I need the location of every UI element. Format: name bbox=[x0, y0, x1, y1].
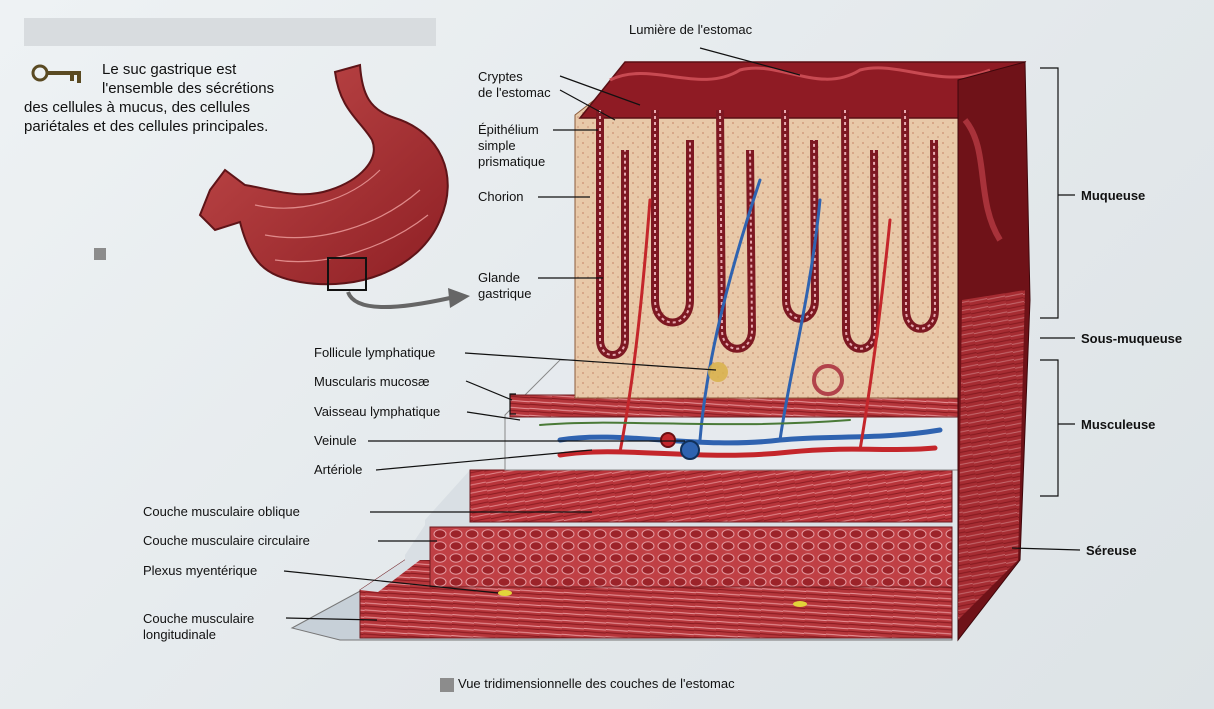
note-line: l'ensemble des sécrétions bbox=[102, 79, 342, 98]
note-line: Le suc gastrique est bbox=[102, 60, 342, 79]
layer-sous-muqueuse: Sous-muqueuse bbox=[1081, 331, 1182, 347]
label-epithelium-3: prismatique bbox=[478, 154, 545, 170]
layer-sereuse: Séreuse bbox=[1086, 543, 1137, 559]
note-line: des cellules à mucus, des cellules bbox=[24, 98, 342, 117]
caption-marker bbox=[440, 678, 454, 692]
note-line: pariétales et des cellules principales. bbox=[24, 117, 342, 136]
label-longitudinale-2: longitudinale bbox=[143, 627, 216, 643]
label-veinule: Veinule bbox=[314, 433, 357, 449]
label-vaisseau: Vaisseau lymphatique bbox=[314, 404, 440, 420]
arrow-icon bbox=[448, 288, 470, 308]
label-circulaire: Couche musculaire circulaire bbox=[143, 533, 310, 549]
figure-caption: Vue tridimensionnelle des couches de l'e… bbox=[458, 676, 735, 691]
label-cryptes-2: de l'estomac bbox=[478, 85, 551, 101]
label-cryptes: Cryptes bbox=[478, 69, 523, 85]
label-glande-2: gastrique bbox=[478, 286, 531, 302]
lymph-follicle bbox=[708, 362, 728, 382]
label-muscularis: Muscularis mucosæ bbox=[314, 374, 430, 390]
marker-square bbox=[94, 248, 106, 260]
label-arteriole: Artériole bbox=[314, 462, 362, 478]
key-icon bbox=[33, 66, 81, 83]
layer-muqueuse: Muqueuse bbox=[1081, 188, 1145, 204]
label-longitudinale: Couche musculaire bbox=[143, 611, 254, 627]
label-plexus: Plexus myentérique bbox=[143, 563, 257, 579]
label-chorion: Chorion bbox=[478, 189, 524, 205]
label-glande: Glande bbox=[478, 270, 520, 286]
label-epithelium: Épithélium bbox=[478, 122, 539, 138]
label-lumiere: Lumière de l'estomac bbox=[629, 22, 752, 38]
key-note: Le suc gastrique est l'ensemble des sécr… bbox=[102, 60, 342, 136]
label-follicule: Follicule lymphatique bbox=[314, 345, 435, 361]
label-epithelium-2: simple bbox=[478, 138, 516, 154]
layer-musculeuse: Musculeuse bbox=[1081, 417, 1155, 433]
label-oblique: Couche musculaire oblique bbox=[143, 504, 300, 520]
